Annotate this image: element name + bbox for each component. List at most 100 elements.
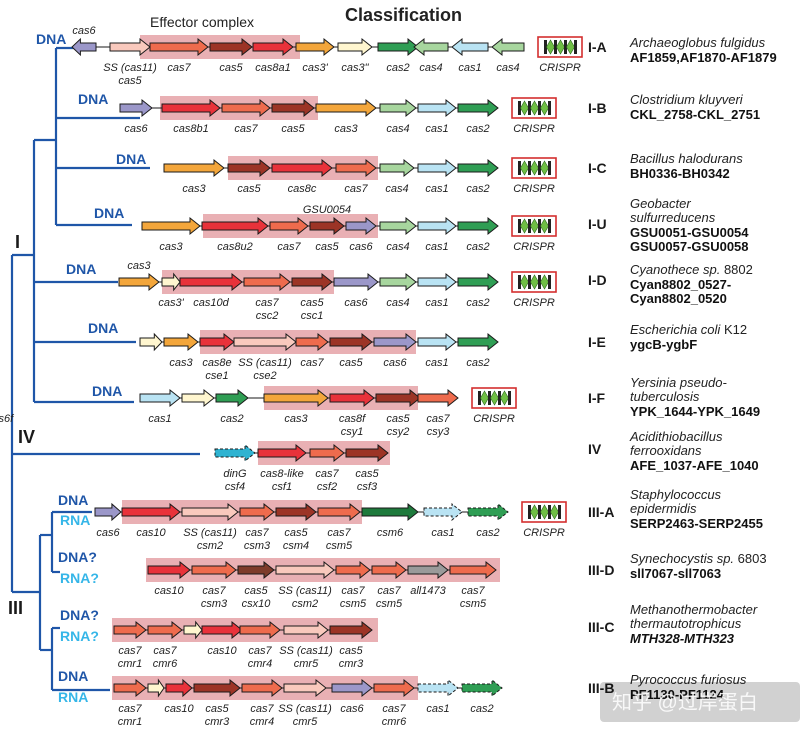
gene-label: cas7: [300, 357, 324, 369]
gene-label: csf3: [357, 481, 378, 493]
gene-label: cas7: [277, 241, 301, 253]
gene-arrow-cas8: [161, 98, 221, 118]
gene-arrow-cas8: [201, 620, 243, 640]
target-tag-dna: DNA: [94, 205, 124, 221]
gene-arrow-cas8: [271, 158, 333, 178]
system-type-label: III-D: [588, 562, 614, 578]
gene-label: cas1: [425, 357, 448, 369]
gene-label: cas6: [96, 527, 120, 539]
organism-name: Clostridium kluyveri: [630, 92, 744, 107]
gene-label: cas7: [167, 62, 191, 74]
gene-arrow-cas4: [413, 37, 449, 57]
gene-arrow-cas5: [271, 98, 315, 118]
gene-arrow-dinG: [214, 443, 256, 463]
gene-label: all1473: [410, 585, 446, 597]
target-tag-rna: RNA: [58, 689, 88, 705]
crispr-array: [511, 215, 557, 237]
organism-name: Yersinia pseudo-tuberculosis: [630, 375, 728, 404]
gene-arrow-cas4: [379, 216, 417, 236]
target-tag-rna: RNA?: [60, 628, 99, 644]
gene-label-top: cas3: [127, 260, 151, 272]
gene-arrow-cas5: [193, 678, 241, 698]
figure-title: Classification: [345, 5, 462, 25]
gene-arrow-cas6: [331, 678, 373, 698]
gene-arrow-cas2: [457, 158, 499, 178]
gene-label: cas10: [164, 703, 194, 715]
gene-arrow-cas7: [241, 678, 283, 698]
gene-label: cas5: [237, 183, 261, 195]
gene-label: cse2: [253, 370, 276, 382]
gene-arrow-gray: [407, 560, 449, 580]
crispr-array: [471, 387, 517, 409]
organism-name: Escherichia coli K12: [630, 322, 747, 337]
system-type-label: III-A: [588, 504, 614, 520]
target-tag-dna: DNA?: [60, 607, 99, 623]
gene-label: dinG: [223, 468, 247, 480]
locus-tag: CKL_2758-CKL_2751: [630, 107, 760, 122]
gene-label: cas1: [426, 703, 449, 715]
gene-label: cas2: [466, 357, 489, 369]
gene-arrow-cas1: [139, 388, 181, 408]
gene-arrow-cas7: [239, 620, 281, 640]
gene-label: cas10: [207, 645, 237, 657]
gene-label-top: cas6: [72, 25, 96, 37]
crispr-label: CRISPR: [513, 241, 555, 253]
gene-arrow-cas8: [165, 678, 193, 698]
gene-arrow-cas7: [149, 37, 209, 57]
gene-arrow-cas3: [163, 332, 199, 352]
gene-arrow-cas2: [457, 332, 499, 352]
gene-label: cmr5: [293, 716, 318, 728]
gene-arrow-cas3: [118, 272, 160, 292]
gene-label: cas5: [386, 413, 410, 425]
locus-tag: ygcB-ygbF: [630, 337, 697, 352]
gene-label: cas10: [136, 527, 166, 539]
system-type-label: III-B: [588, 680, 614, 696]
gene-arrow-cas7: [335, 560, 371, 580]
gene-arrow-cas1: [423, 502, 463, 522]
gene-label: cas6: [383, 357, 407, 369]
organism-name: Archaeoglobus fulgidus: [629, 35, 766, 50]
gene-label: cas6: [340, 703, 364, 715]
crispr-array: [511, 271, 557, 293]
locus-tag: Cyan8802_0527-: [630, 277, 731, 292]
gene-label: cas1: [431, 527, 454, 539]
gene-arrow-cas7: [317, 502, 361, 522]
gene-label: cas5: [284, 527, 308, 539]
locus-tag: sll7067-sll7063: [630, 566, 721, 581]
gene-label: cmr6: [153, 658, 178, 670]
gene-arrow-cas7: [113, 678, 147, 698]
gene-label: csm5: [326, 540, 353, 552]
watermark-text: 知乎 @过岸蛋白: [612, 691, 758, 714]
crispr-label: CRISPR: [513, 297, 555, 309]
locus-tag: PF1130-PF1124: [630, 687, 725, 702]
gene-arrow-cas8: [201, 216, 269, 236]
system-type-label: I-U: [588, 216, 607, 232]
gene-label: csm5: [376, 598, 403, 610]
gene-arrow-csm6: [361, 502, 419, 522]
gene-label: csf2: [317, 481, 337, 493]
gene-label: cas5: [339, 357, 363, 369]
gene-label: csm2: [197, 540, 223, 552]
crispr-label: CRISPR: [473, 413, 515, 425]
gene-label: cas7: [341, 585, 365, 597]
target-tag-rna: RNA: [60, 512, 90, 528]
system-type-label: I-A: [588, 39, 607, 55]
gene-arrow-cas3: [163, 158, 225, 178]
gene-arrow-cas8: [257, 443, 307, 463]
gene-arrow-cas6: [345, 216, 377, 236]
target-tag-rna: RNA?: [60, 570, 99, 586]
gene-label: csm3: [244, 540, 271, 552]
target-tag-dna: DNA: [116, 151, 146, 167]
gene-arrow-cas7: [269, 216, 309, 236]
gene-label: csc2: [256, 310, 279, 322]
operon-row-I-F: cas1cas2cas3cas8fcsy1cas5csy2cas7csy3cas…: [0, 375, 760, 438]
system-type-label: I-C: [588, 160, 607, 176]
target-tag-dna: DNA: [36, 31, 66, 47]
gene-label: cas7: [202, 585, 226, 597]
gene-label: cas2: [466, 297, 489, 309]
